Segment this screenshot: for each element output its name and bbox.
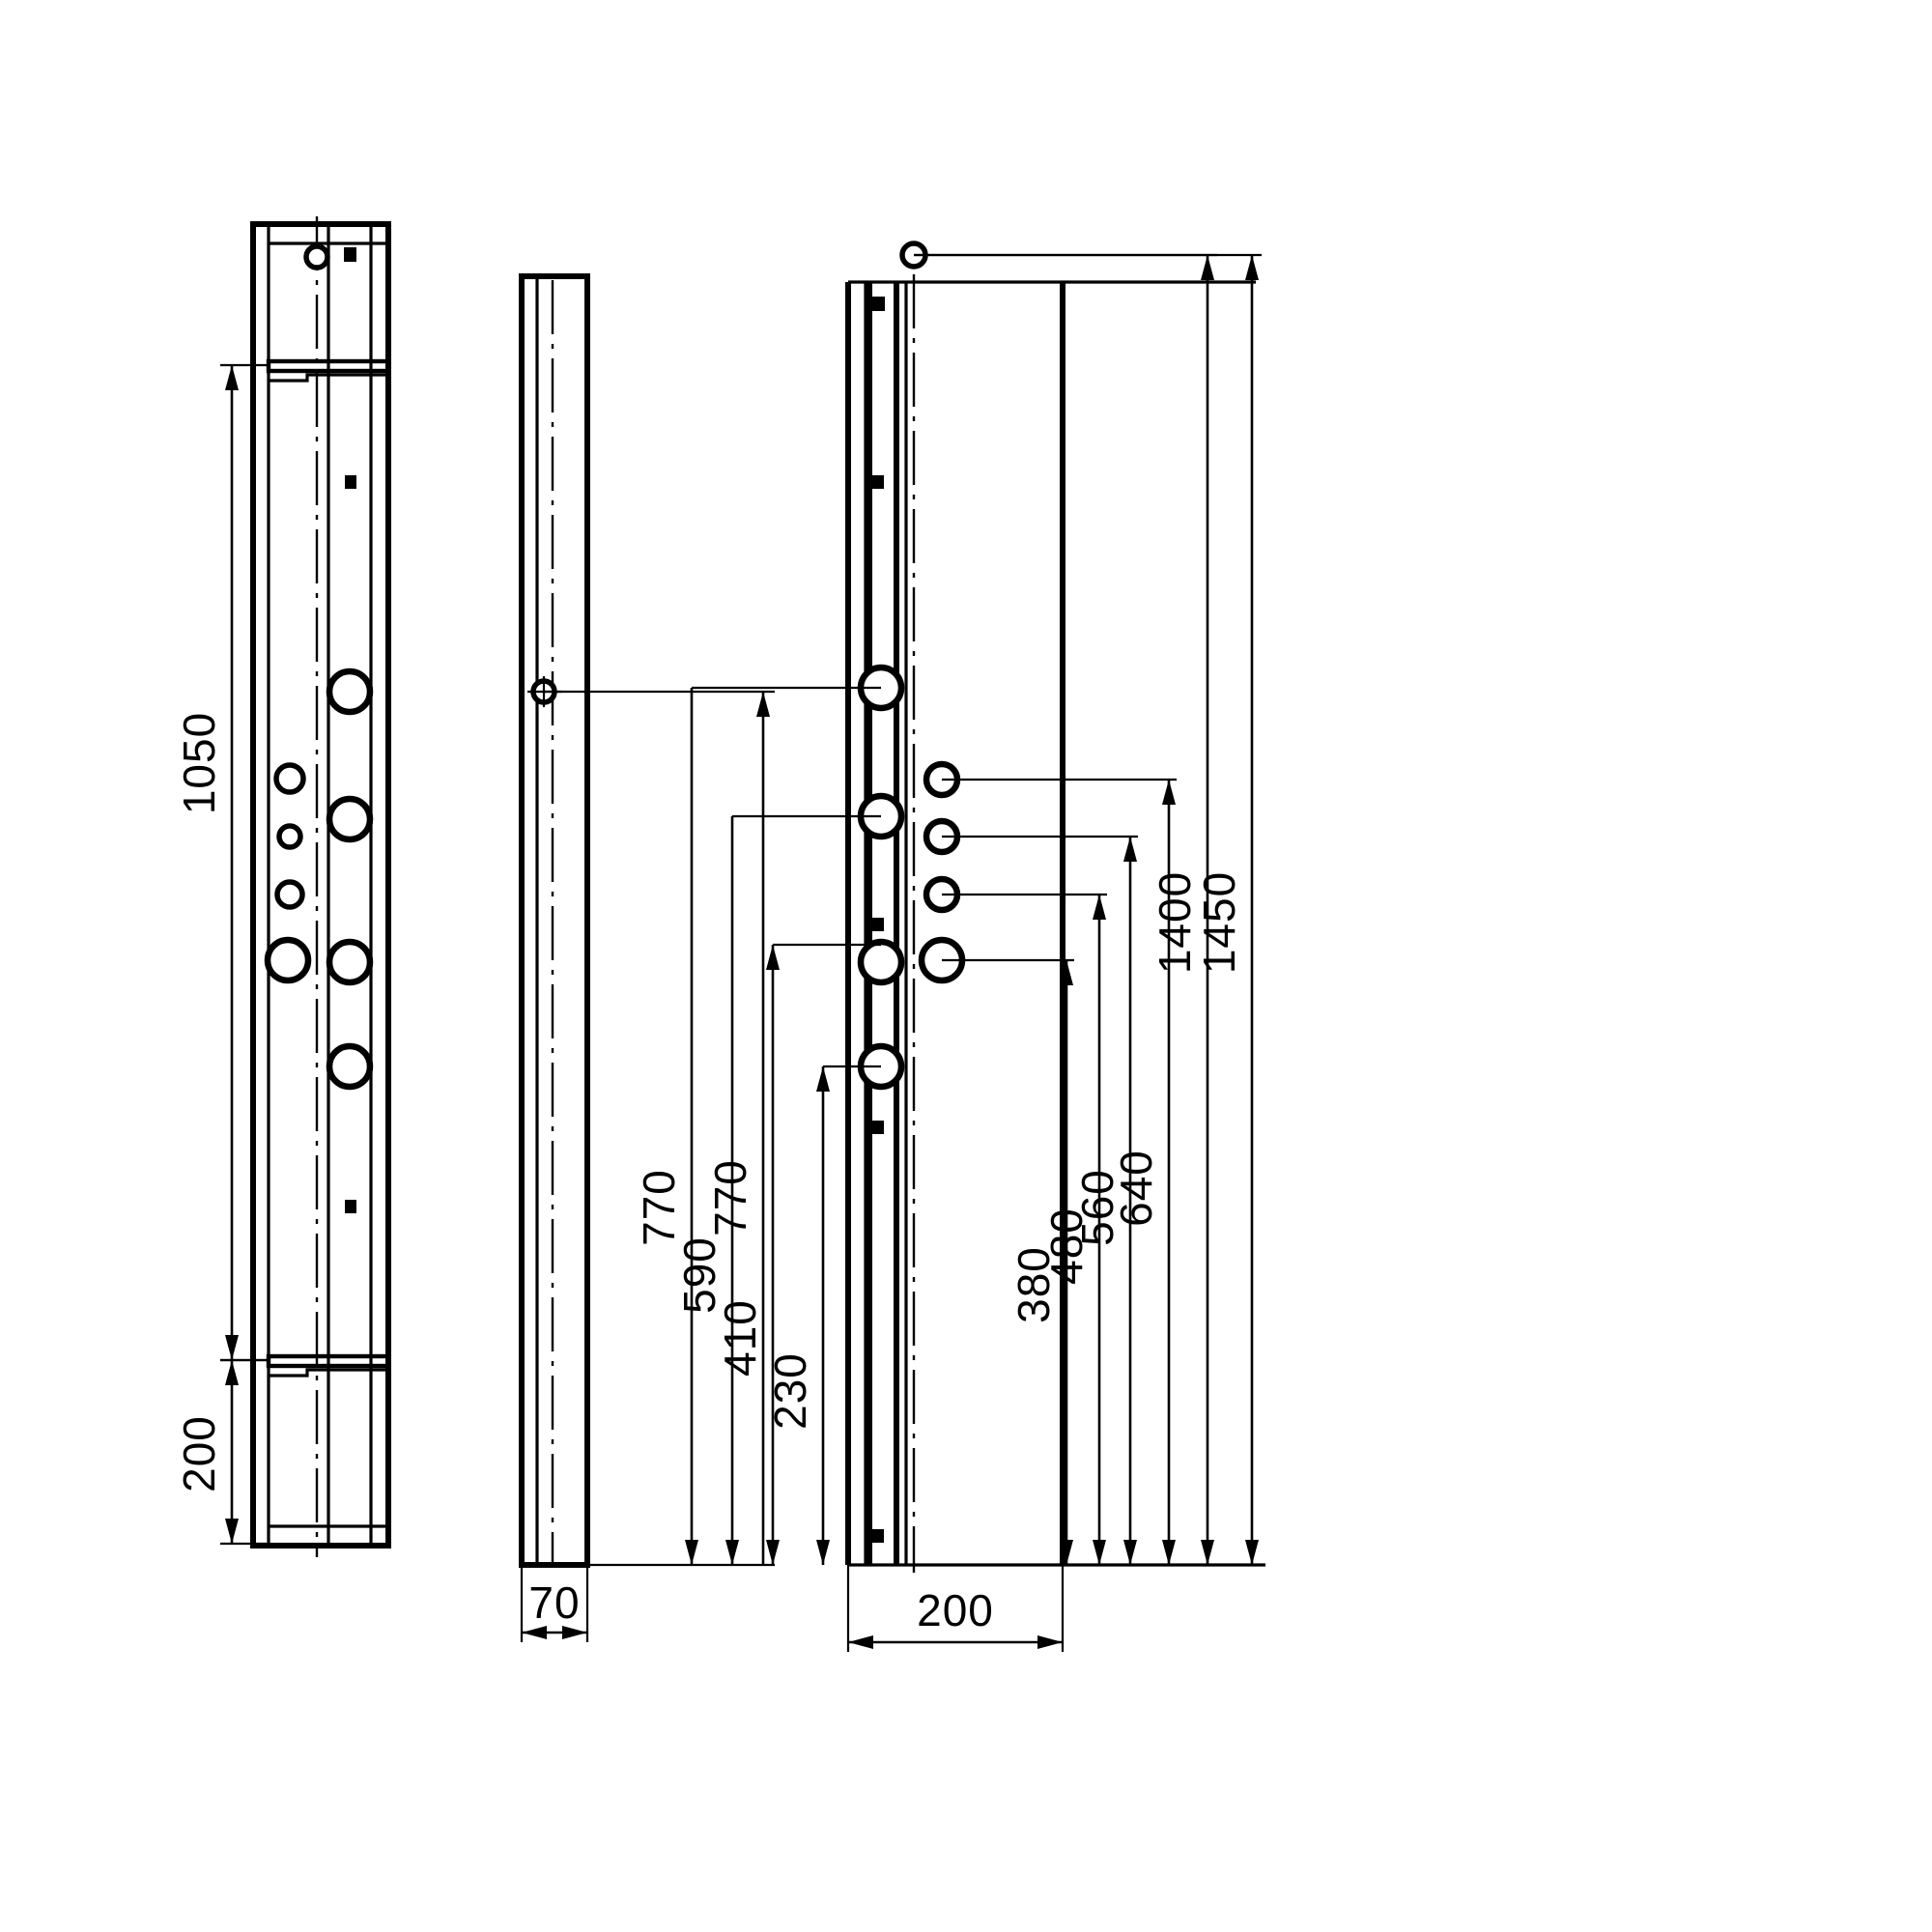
flange-hole-1 (273, 762, 306, 795)
right-flange-dot-4 (872, 1121, 884, 1134)
dim-640-label: 640 (1111, 1150, 1161, 1227)
dim-70-arrow-right (562, 1626, 587, 1639)
right-bottom-flange-dot (872, 1529, 884, 1543)
dimension-1400: 1400 (914, 253, 1217, 1565)
dim-1450-arrow-bottom (1245, 1540, 1259, 1565)
dimension-770-right: 770 (634, 686, 881, 1565)
dimension-410: 410 (715, 943, 881, 1565)
web-hole-2 (326, 795, 374, 843)
right-flange-dot-3 (872, 918, 884, 931)
mid-flange-dot (345, 475, 356, 489)
dimension-640: 640 (942, 778, 1177, 1565)
web-hole-3 (326, 938, 374, 986)
dim-200L-arrow-top (225, 1360, 239, 1385)
middle-view-outline (519, 273, 590, 1568)
dimension-590: 590 (674, 814, 881, 1565)
dim-560-arrow-bottom (1123, 1540, 1137, 1565)
dim-1400-label: 1400 (1150, 871, 1200, 974)
dim-70-label: 70 (528, 1577, 580, 1628)
dim-410-label: 410 (715, 1299, 765, 1377)
dim-200L-label: 200 (174, 1415, 224, 1492)
dim-1450-label: 1450 (1194, 871, 1244, 974)
dim-560-label: 560 (1072, 1169, 1122, 1246)
dim-380-arrow-bottom (1060, 1540, 1073, 1565)
dim-200L-arrow-bottom (225, 1519, 239, 1544)
dim-770M-label: 770 (705, 1159, 755, 1236)
dim-230-label: 230 (765, 1352, 815, 1430)
dimension-560: 560 (942, 835, 1138, 1565)
dimension-230: 230 (765, 1065, 881, 1565)
web-hole-4 (326, 1042, 374, 1091)
flange-hole-4 (264, 936, 312, 984)
dim-1450-arrow-top (1245, 255, 1259, 280)
dimension-380: 380 (942, 958, 1074, 1565)
top-small-hole (303, 243, 330, 270)
left-view-upper-divider (266, 358, 391, 374)
dim-380-arrow-top (1060, 960, 1073, 985)
dim-380-label: 380 (1009, 1246, 1059, 1323)
dimension-200-left: 200 (174, 1358, 267, 1546)
dim-480-arrow-top (1093, 895, 1106, 920)
dim-200R-label: 200 (917, 1585, 994, 1635)
dimension-770-middle: 770 (544, 690, 775, 1567)
dim-70-arrow-left (522, 1626, 547, 1639)
dim-410-arrow-bottom (766, 1540, 780, 1565)
top-flange-dot (344, 247, 356, 262)
dim-770R-label: 770 (634, 1169, 684, 1246)
dim-590-arrow-bottom (725, 1540, 739, 1565)
dim-1400-arrow-bottom (1201, 1540, 1214, 1565)
dim-640-arrow-bottom (1162, 1540, 1176, 1565)
main-hole-3 (857, 938, 905, 986)
dim-480-arrow-bottom (1093, 1540, 1106, 1565)
right-view (845, 241, 1265, 1573)
left-view-lower-notch (269, 1368, 388, 1378)
dim-770M-arrow-top (756, 692, 770, 717)
dimension-200-right: 200 (846, 1565, 1065, 1652)
flange-hole-2 (276, 823, 303, 850)
middle-view (519, 273, 590, 1568)
flange-hole-3 (274, 879, 305, 910)
dimension-70: 70 (520, 1565, 589, 1642)
dim-1050-arrow-top (225, 365, 239, 390)
dim-590-label: 590 (674, 1236, 724, 1314)
dim-770R-arrow-bottom (685, 1540, 698, 1565)
left-view (250, 216, 391, 1557)
right-mid-flange-dot (872, 475, 884, 489)
dim-640-arrow-top (1162, 780, 1176, 805)
dim-1400-arrow-top (1201, 255, 1214, 280)
dimension-1450: 1450 (914, 253, 1262, 1565)
left-view-lower-divider (266, 1353, 391, 1369)
dim-1050-label: 1050 (174, 712, 224, 814)
web-hole-1 (326, 668, 374, 716)
left-view-upper-notch (269, 373, 388, 383)
dim-200R-arrow-left (848, 1635, 873, 1649)
bottom-flange-dot (345, 1200, 356, 1213)
dim-230-arrow-bottom (816, 1540, 830, 1565)
dim-1050-arrow-bottom (225, 1335, 239, 1360)
dim-200R-arrow-right (1037, 1635, 1063, 1649)
dimension-480: 480 (942, 893, 1107, 1565)
dim-410-arrow-top (766, 945, 780, 970)
right-top-flange-dot (872, 297, 885, 311)
dim-230-arrow-top (816, 1066, 830, 1092)
dim-560-arrow-top (1123, 837, 1137, 862)
left-view-outline (250, 221, 391, 1548)
